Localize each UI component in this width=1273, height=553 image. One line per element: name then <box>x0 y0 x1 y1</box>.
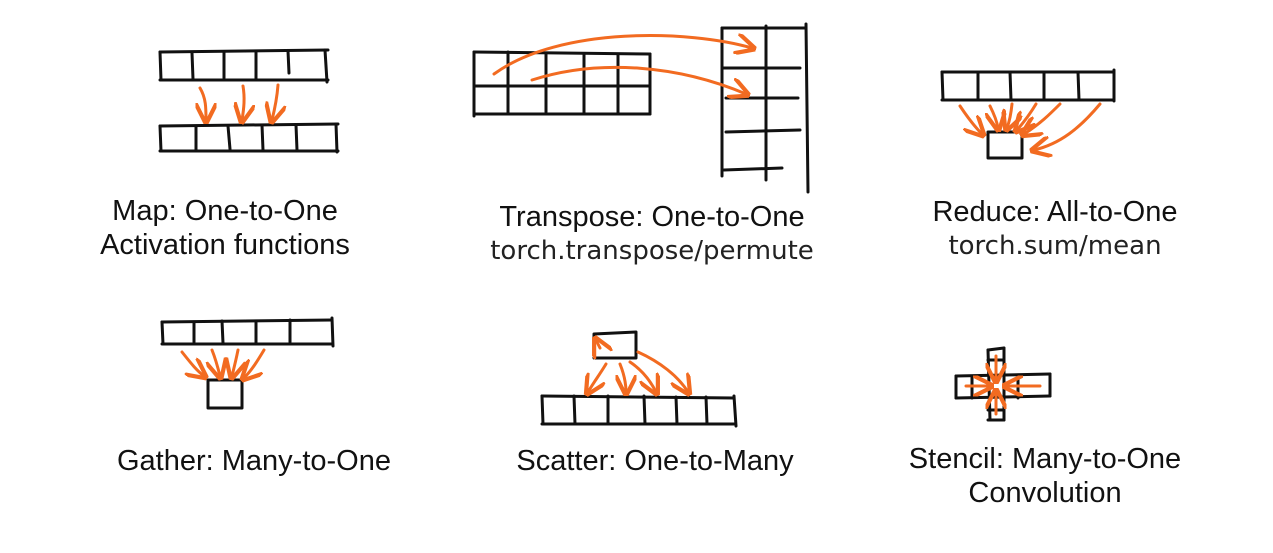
scatter-title: Scatter: One-to-Many <box>516 445 794 477</box>
gather-arrows <box>180 348 266 378</box>
stencil-subtitle: Convolution <box>968 477 1122 509</box>
scatter-sketch <box>540 330 738 428</box>
reduce-sketch <box>940 68 1116 160</box>
stencil-caption: Stencil: Many-to-One Convolution <box>890 442 1200 510</box>
map-title: Map: One-to-One <box>112 195 338 227</box>
transpose-sketch <box>472 22 810 194</box>
gather-output-cell <box>206 378 244 410</box>
map-sketch <box>158 48 340 154</box>
map-caption: Map: One-to-One Activation functions <box>75 194 375 262</box>
transpose-caption: Transpose: One-to-One torch.transpose/pe… <box>452 200 852 268</box>
stencil-arrows <box>964 354 1042 416</box>
transpose-output-matrix <box>720 22 810 194</box>
reduce-input-array <box>940 68 1116 103</box>
map-input-array <box>158 48 330 84</box>
transpose-input-matrix <box>472 50 652 118</box>
scatter-arrows <box>588 340 688 392</box>
scatter-caption: Scatter: One-to-Many <box>495 444 815 478</box>
scatter-input-cell <box>592 330 638 360</box>
reduce-subtitle: torch.sum/mean <box>948 231 1162 261</box>
gather-title: Gather: Many-to-One <box>117 445 391 477</box>
reduce-output-cell <box>986 130 1024 160</box>
map-arrows <box>200 83 278 120</box>
gather-input-array <box>160 316 335 348</box>
transpose-subtitle: torch.transpose/permute <box>490 236 814 266</box>
stencil-cross-grid <box>954 346 1052 422</box>
gather-caption: Gather: Many-to-One <box>94 444 414 478</box>
gather-sketch <box>160 316 335 410</box>
transpose-title: Transpose: One-to-One <box>499 201 805 233</box>
transpose-arrows <box>492 36 752 94</box>
stencil-sketch <box>954 346 1052 422</box>
scatter-output-array <box>540 394 738 428</box>
reduce-caption: Reduce: All-to-One torch.sum/mean <box>905 195 1205 263</box>
reduce-title: Reduce: All-to-One <box>932 196 1178 228</box>
stencil-title: Stencil: Many-to-One <box>908 443 1182 475</box>
map-output-array <box>158 122 340 154</box>
reduce-arrows <box>958 102 1102 150</box>
map-subtitle: Activation functions <box>100 229 350 261</box>
